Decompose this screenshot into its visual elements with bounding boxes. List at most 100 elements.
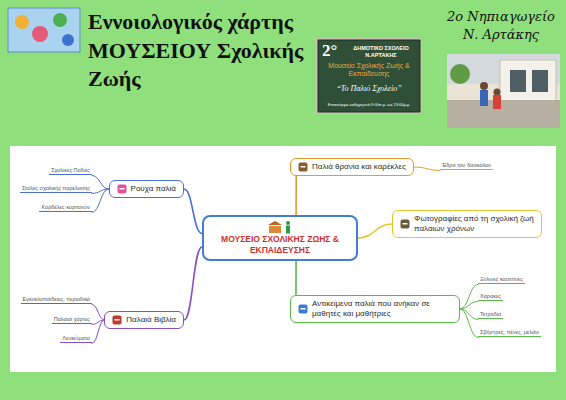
text-holder: Λευκώματα (62, 335, 90, 342)
leaf-topic: Παλαιοί χάρτες (52, 316, 92, 325)
branch-connector (92, 189, 109, 212)
leaf-label: Εγκυκλοπαίδειες, περιοδικά (23, 296, 90, 303)
topic-label: Αντικείμενα παλιά που ανήκαν σε μαθητές … (312, 299, 452, 319)
text-holder: Σχολικές Ποδιές (51, 167, 90, 174)
icon-roof (268, 221, 282, 225)
leaf-topic: Έδρα του δασκάλου (440, 162, 493, 171)
photo-steps (447, 100, 560, 128)
logo-dot (15, 15, 29, 29)
topic-icon (112, 315, 122, 325)
school-logo (8, 8, 80, 52)
leaf-label: Σβήστρες, πένες, μελάνι (480, 329, 539, 336)
text-holder: Έδρα του δασκάλου (442, 162, 491, 169)
text-holder: Ξύλινες κασετίνες (480, 276, 523, 283)
leaf-topic: Χάρακες (478, 293, 503, 302)
text-holder: Παλαιοί χάρτες (54, 316, 90, 323)
leaf-label: Κορδέλες κοριτσιών (41, 204, 90, 211)
map-panel (10, 146, 556, 372)
icon-mark (301, 308, 306, 310)
text-holder: Ρούχα παλιά (131, 184, 176, 194)
leaf-label: Στολές σχολικής παρέλασης (22, 185, 90, 192)
text-holder: Κορδέλες κοριτσιών (41, 204, 90, 211)
photo-window (510, 70, 526, 92)
branch-connector (184, 247, 202, 320)
text-holder: Αντικείμενα παλιά που ανήκαν σε μαθητές … (312, 299, 452, 319)
branch-topic: Φωτογραφίες από τη σχολική ζωή παλαιών χ… (392, 210, 542, 238)
branch-connector (358, 224, 392, 238)
sign-school-name: ΔΗΜΟΤΙΚΟ ΣΧΟΛΕΙΟ Ν.ΑΡΤΑΚΗΣ (346, 45, 416, 58)
icon-tile (299, 305, 308, 314)
icon-figure-body (286, 226, 290, 234)
topic-label: Ρούχα παλιά (131, 184, 176, 194)
text-holder: Παλιά θρανία και καρέκλες (312, 162, 406, 172)
photo-child-body (480, 90, 488, 106)
text-holder: Φωτογραφίες από τη σχολική ζωή παλαιών χ… (414, 214, 534, 234)
text-holder: ΜΟΥΣΕΙΟ ΣΧΟΛΙΚΗΣ ΖΩΗΣ & ΕΚΠΑΙΔΕΥΣΗΣ (209, 234, 351, 255)
leaf-topic: Σβήστρες, πένες, μελάνι (478, 329, 541, 338)
branch-connector (184, 189, 202, 233)
central-label: ΜΟΥΣΕΙΟ ΣΧΟΛΙΚΗΣ ΖΩΗΣ & ΕΚΠΑΙΔΕΥΣΗΣ (209, 234, 351, 255)
icon-figure-head (286, 221, 290, 225)
museum-icon (267, 220, 293, 234)
leaf-label: Τετράδια (480, 311, 501, 318)
topic-icon (298, 162, 308, 172)
logo-frame (8, 8, 80, 52)
museum-sign-photo (316, 38, 422, 114)
text-holder: Χάρακες (480, 293, 501, 300)
kindergarten-photo (447, 54, 560, 128)
photo-tree (450, 64, 470, 84)
icon-tile (299, 163, 308, 172)
sign-museum-name: Μουσείο Σχολικής Ζωής & Εκπαίδευσης (322, 62, 416, 79)
logo-dot (62, 34, 74, 46)
sign-motto: “Το Παλιό Σχολείο” (320, 84, 418, 94)
logo-dot (53, 13, 67, 27)
icon-mark (301, 166, 306, 168)
branch-connector (92, 304, 104, 320)
photo-child-head (494, 89, 501, 96)
branch-connector (92, 175, 109, 189)
leaf-topic: Τετράδια (478, 311, 503, 320)
kindergarten-name: 2ο Νηπιαγωγείο Ν. Αρτάκης (440, 8, 562, 43)
map-title: Εννοιολογικός χάρτης ΜΟΥΣΕΙΟΥ Σχολικής Ζ… (88, 8, 318, 94)
text-holder: Σβήστρες, πένες, μελάνι (480, 329, 539, 336)
branch-connector (460, 309, 478, 337)
branch-topic: Ρούχα παλιά (109, 180, 184, 198)
branch-topic: Αντικείμενα παλιά που ανήκαν σε μαθητές … (290, 295, 460, 323)
leaf-topic: Στολές σχολικής παρέλασης (20, 185, 92, 194)
topic-label: Παλαιά Βιβλία (126, 315, 176, 325)
sign-number: 2° (322, 42, 346, 61)
leaf-topic: Ξύλινες κασετίνες (478, 276, 525, 285)
logo-dot (32, 26, 48, 42)
branch-connector (460, 284, 478, 309)
sign-wall (316, 38, 422, 114)
branch-connector (295, 261, 297, 295)
topic-icon (400, 219, 410, 229)
icon-mark (119, 188, 124, 190)
leaf-topic: Κορδέλες κοριτσιών (39, 204, 92, 213)
branch-connector (414, 167, 440, 170)
text-holder: Στολές σχολικής παρέλασης (22, 185, 90, 192)
topic-icon (298, 304, 308, 314)
photo-child-body (493, 95, 501, 109)
leaf-label: Λευκώματα (62, 335, 90, 342)
leaf-topic: Σχολικές Ποδιές (49, 167, 92, 176)
photo-ground (447, 54, 560, 128)
topic-label: Παλιά θρανία και καρέκλες (312, 162, 406, 172)
text-holder: Εγκυκλοπαίδειες, περιοδικά (23, 296, 90, 303)
icon-mark (403, 223, 408, 225)
topic-icon (117, 184, 127, 194)
leaf-topic: Λευκώματα (60, 335, 92, 344)
branch-topic: Παλιά θρανία και καρέκλες (290, 158, 414, 176)
icon-tile (113, 316, 122, 325)
photo-window (532, 70, 548, 92)
branch-topic: Παλαιά Βιβλία (104, 311, 184, 329)
leaf-label: Έδρα του δασκάλου (442, 162, 491, 169)
text-holder: Τετράδια (480, 311, 501, 318)
leaf-label: Σχολικές Ποδιές (51, 167, 90, 174)
topic-label: Φωτογραφίες από τη σχολική ζωή παλαιών χ… (414, 214, 534, 234)
icon-mark (115, 319, 120, 321)
branch-connector (92, 320, 104, 343)
sign-board (318, 40, 420, 112)
